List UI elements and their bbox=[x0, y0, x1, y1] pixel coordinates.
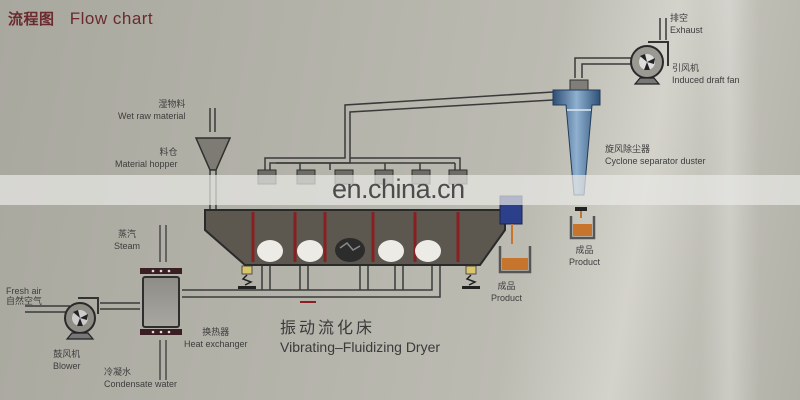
label-en: Product bbox=[569, 257, 601, 267]
label-fresh-air: Fresh air 自然空气 bbox=[6, 286, 42, 308]
label-cn: 自然空气 bbox=[6, 297, 43, 307]
label-en: Induced draft fan bbox=[672, 75, 740, 85]
induced-draft-fan bbox=[630, 41, 669, 85]
label-cn: 冷凝水 bbox=[104, 368, 132, 378]
label-en: Condensate water bbox=[104, 379, 178, 389]
blower bbox=[64, 297, 99, 340]
title-cn: 流程图 bbox=[8, 10, 55, 28]
page-title: 流程图 Flow chart bbox=[8, 8, 153, 29]
label-cyclone-separator: 旋风除尘器 Cyclone separator duster bbox=[605, 145, 706, 167]
heat-exchanger bbox=[140, 268, 182, 335]
label-product-right: 成品 Product bbox=[569, 246, 600, 268]
label-cn: 振动流化床 bbox=[280, 318, 376, 337]
label-en: Product bbox=[491, 293, 523, 303]
label-steam: 蒸汽 Steam bbox=[114, 230, 140, 252]
label-cn: 料仓 bbox=[159, 148, 178, 158]
label-cn: 排空 bbox=[670, 14, 689, 24]
product-bin-right bbox=[569, 216, 596, 240]
product-bin-middle bbox=[498, 246, 532, 274]
label-blower: 鼓风机 Blower bbox=[53, 350, 81, 372]
label-wet-raw-material: 湿物料 Wet raw material bbox=[118, 100, 185, 122]
label-exhaust: 排空 Exhaust bbox=[670, 14, 703, 36]
exhaust-manifold bbox=[264, 91, 554, 170]
air-supply-pipe bbox=[25, 260, 441, 313]
label-en: Steam bbox=[114, 241, 141, 251]
label-cn: 引风机 bbox=[672, 64, 700, 74]
label-dryer: 振动流化床 Vibrating–Fluidizing Dryer bbox=[280, 318, 440, 356]
label-induced-draft-fan: 引风机 Induced draft fan bbox=[672, 64, 740, 86]
spring-supports bbox=[238, 265, 480, 289]
label-en: Heat exchanger bbox=[184, 339, 248, 349]
title-en: Flow chart bbox=[69, 9, 154, 28]
label-cn: 湿物料 bbox=[158, 100, 186, 110]
label-cn: 换热器 bbox=[202, 328, 230, 338]
label-cn: 鼓风机 bbox=[53, 350, 81, 360]
label-condensate-water: 冷凝水 Condensate water bbox=[104, 368, 177, 390]
label-cn: 旋风除尘器 bbox=[605, 145, 651, 155]
label-heat-exchanger: 换热器 Heat exchanger bbox=[184, 328, 248, 350]
label-en: Wet raw material bbox=[118, 111, 186, 121]
label-en: Exhaust bbox=[670, 25, 703, 35]
steam-line bbox=[159, 225, 167, 380]
label-en: Blower bbox=[53, 361, 81, 371]
label-en: Cyclone separator duster bbox=[605, 156, 706, 166]
label-material-hopper: 料仓 Material hopper bbox=[115, 148, 178, 170]
fan-duct bbox=[574, 18, 667, 78]
label-cn: 蒸汽 bbox=[118, 230, 137, 240]
watermark: en.china.cn bbox=[332, 174, 465, 204]
vibrating-fluidizing-dryer bbox=[204, 209, 506, 266]
material-hopper bbox=[194, 108, 232, 215]
label-product-middle: 成品 Product bbox=[491, 282, 522, 304]
label-cn: 成品 bbox=[497, 282, 516, 292]
label-en: Fresh air bbox=[6, 286, 42, 296]
label-en: Material hopper bbox=[115, 159, 178, 169]
label-cn: 成品 bbox=[575, 246, 594, 256]
watermark-band bbox=[0, 175, 800, 205]
label-en: Vibrating–Fluidizing Dryer bbox=[280, 339, 441, 355]
